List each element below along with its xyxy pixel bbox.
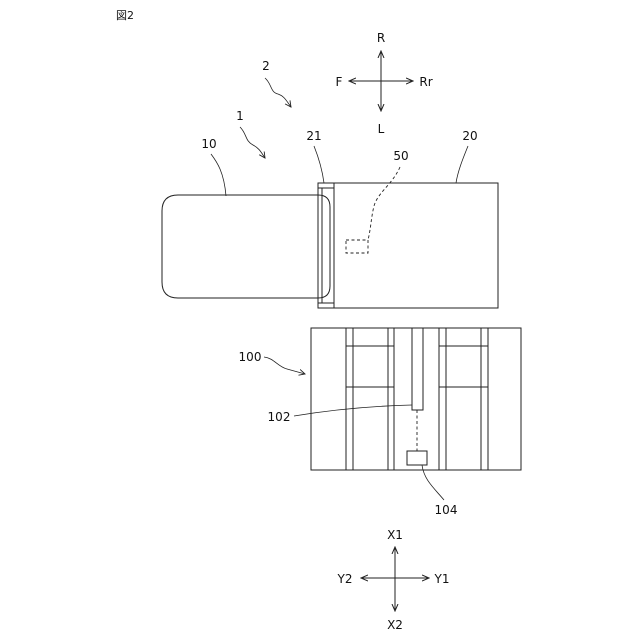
device-20-body — [334, 183, 498, 308]
leader-line-50 — [368, 167, 400, 240]
internal-component-50 — [346, 240, 368, 253]
leader-line-10 — [211, 154, 226, 196]
leader-arrow-2 — [265, 78, 291, 107]
ref-label-21: 21 — [306, 129, 321, 143]
leader-line-20 — [456, 146, 468, 183]
ref-label-10: 10 — [201, 137, 216, 151]
direction-label-f: F — [336, 75, 343, 89]
ref-label-104: 104 — [435, 503, 458, 517]
figure-label: 図2 — [116, 9, 134, 22]
direction-compass-top: R L F Rr — [336, 31, 433, 136]
rod-102 — [412, 328, 423, 410]
direction-label-x1: X1 — [387, 528, 403, 542]
ref-label-1: 1 — [236, 109, 244, 123]
direction-label-r: R — [377, 31, 385, 45]
component-104 — [407, 451, 427, 465]
leader-arrow-100 — [264, 357, 305, 374]
direction-label-rr: Rr — [419, 75, 432, 89]
direction-label-x2: X2 — [387, 618, 403, 632]
connector-21 — [318, 183, 334, 308]
apparatus-100 — [311, 328, 521, 470]
direction-label-y2: Y2 — [337, 572, 353, 586]
direction-compass-bottom: X1 X2 Y2 Y1 — [337, 528, 450, 632]
ref-label-20: 20 — [462, 129, 477, 143]
ref-label-100: 100 — [239, 350, 262, 364]
leader-line-21 — [314, 146, 324, 183]
leader-arrow-1 — [240, 127, 265, 158]
device-10-body — [162, 195, 330, 298]
direction-label-y1: Y1 — [434, 572, 450, 586]
ref-label-2: 2 — [262, 59, 270, 73]
ref-label-102: 102 — [268, 410, 291, 424]
ref-label-50: 50 — [393, 149, 408, 163]
direction-label-l: L — [378, 122, 385, 136]
